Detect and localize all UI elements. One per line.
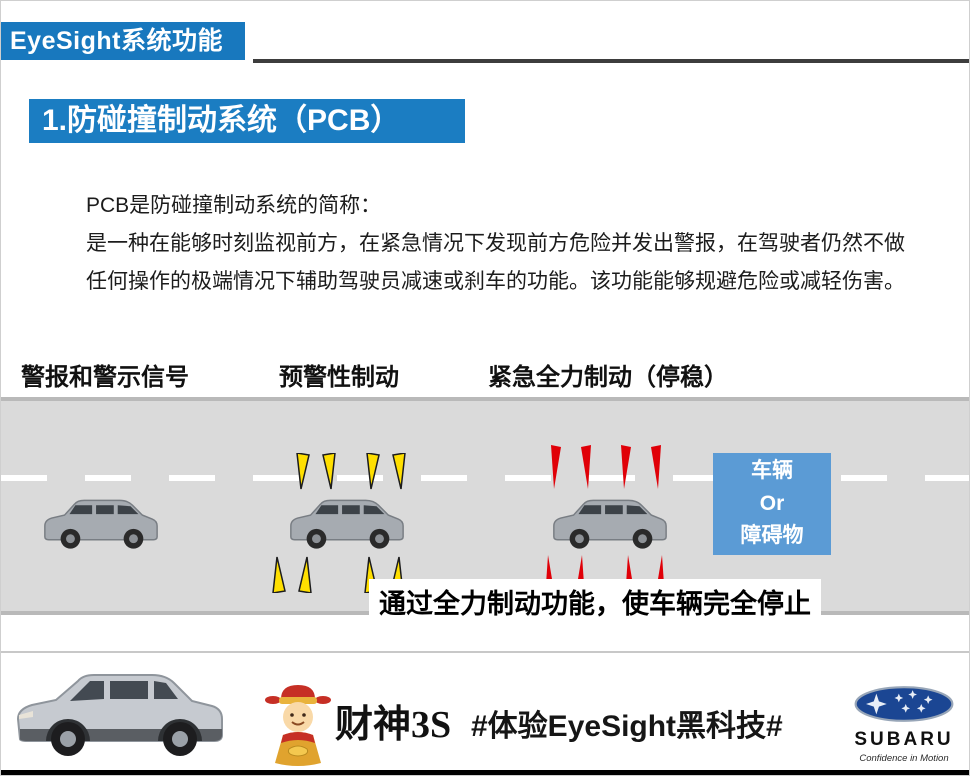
road-center-dashed-line	[1, 475, 969, 481]
warning-flash-yellow-icon	[296, 453, 336, 490]
obstacle-line-2: Or	[759, 491, 785, 515]
section-title: 1.防碰撞制动系统（PCB）	[42, 104, 401, 137]
section-title-banner: 1.防碰撞制动系统（PCB）	[29, 99, 465, 143]
intro-line-1: PCB是防碰撞制动系统的简称：	[86, 194, 382, 217]
car-icon	[290, 499, 404, 549]
car-icon	[44, 499, 158, 549]
warning-flash-yellow-icon	[366, 453, 406, 490]
intro-line-2: 是一种在能够时刻监视前方，在紧急情况下发现前方危险并发出警报，在驾驶者仍然不做	[86, 232, 905, 255]
obstacle-box: 车辆 Or 障碍物	[713, 453, 831, 555]
subaru-logo-block: SUBARU Confidence in Motion	[843, 685, 965, 764]
subaru-logo-icon	[854, 686, 954, 722]
full-brake-caption: 通过全力制动功能，使车辆完全停止	[369, 579, 821, 624]
intro-paragraph: PCB是防碰撞制动系统的简称： 是一种在能够时刻监视前方，在紧急情况下发现前方危…	[86, 187, 931, 301]
obstacle-line-3: 障碍物	[740, 524, 804, 548]
road-diagram: 车辆 Or 障碍物	[1, 397, 969, 615]
mascot-icon	[265, 685, 331, 766]
subaru-tagline-text: Confidence in Motion	[859, 753, 949, 764]
obstacle-line-1: 车辆	[751, 459, 793, 483]
footer-divider	[1, 651, 969, 653]
stage-label-prebrake: 预警性制动	[279, 364, 399, 391]
car-icon	[553, 499, 667, 549]
header-title: EyeSight系统功能	[10, 27, 223, 55]
subaru-brand-text: SUBARU	[854, 729, 954, 750]
bottom-black-bar	[1, 770, 969, 775]
warning-flash-yellow-icon	[272, 556, 312, 593]
emergency-flash-red-icon	[621, 445, 661, 489]
emergency-flash-red-icon	[551, 445, 591, 489]
intro-line-3: 任何操作的极端情况下辅助驾驶员减速或刹车的功能。该功能能够规避危险或减轻伤害。	[86, 270, 905, 293]
header-banner: EyeSight系统功能	[1, 22, 245, 60]
hashtag-text: #体验EyeSight黑科技#	[471, 710, 783, 743]
stage-label-warning: 警报和警示信号	[21, 364, 189, 391]
mascot-label: 财神3S	[335, 704, 452, 746]
subaru-xv-photo	[16, 674, 223, 756]
stage-label-fullbrake: 紧急全力制动（停稳）	[488, 364, 728, 391]
header-divider	[253, 59, 969, 63]
